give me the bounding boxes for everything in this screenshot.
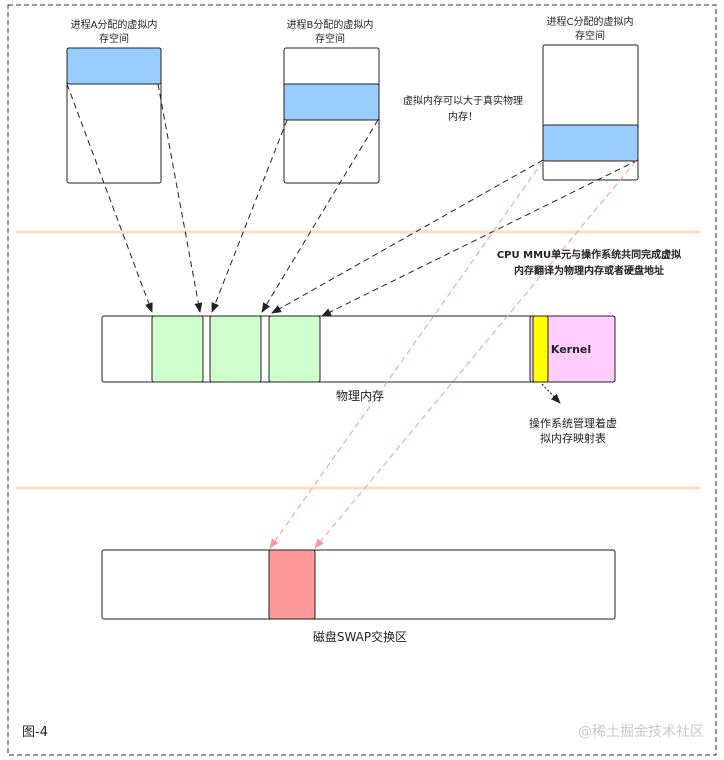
process-b-page — [283, 83, 380, 121]
process-a-label-line-1: 进程A分配的虚拟内 — [70, 20, 158, 31]
process-b-label: 进程B分配的虚拟内 存空间 — [280, 19, 380, 47]
process-c-label-line-1: 进程C分配的虚拟内 — [546, 17, 634, 28]
kernel-label: Kernel — [550, 343, 592, 356]
process-b-label-line-1: 进程B分配的虚拟内 — [286, 20, 374, 31]
physical-page-3 — [268, 315, 321, 383]
process-c-label: 进程C分配的虚拟内 存空间 — [540, 16, 640, 44]
mmu-note-line-1: CPU MMU单元与操作系统共同完成虚拟 — [496, 250, 682, 261]
figure-label: 图-4 — [22, 725, 48, 740]
swap-label: 磁盘SWAP交换区 — [312, 630, 408, 644]
watermark: @稀土掘金技术社区 — [578, 724, 704, 740]
swap-bar — [101, 549, 616, 620]
os-table-note-line-2: 拟内存映射表 — [540, 432, 606, 445]
page-table — [532, 315, 549, 383]
arrow-page-table-note — [541, 383, 561, 404]
process-c-label-line-2: 存空间 — [575, 31, 605, 42]
process-a-label-line-2: 存空间 — [99, 34, 129, 45]
mmu-note-line-2: 内存翻译为物理内存或者硬盘地址 — [514, 266, 664, 277]
physical-page-2 — [209, 315, 262, 383]
virtual-memory-note-line-1: 虚拟内存可以大于真实物理 — [403, 96, 523, 107]
physical-memory-label: 物理内存 — [335, 389, 384, 403]
physical-page-1 — [151, 315, 204, 383]
arrow-a-to-page-2 — [157, 83, 203, 313]
arrow-c-to-kernel — [321, 159, 639, 317]
outer-frame — [7, 4, 717, 756]
os-table-note-line-1: 操作系统管理着虚 — [529, 417, 617, 430]
process-a-label: 进程A分配的虚拟内 存空间 — [64, 19, 164, 47]
arrow-c-to-page-3 — [271, 159, 544, 314]
mmu-note: CPU MMU单元与操作系统共同完成虚拟 内存翻译为物理内存或者硬盘地址 — [475, 248, 703, 280]
os-table-note: 操作系统管理着虚 拟内存映射表 — [518, 416, 628, 446]
process-a-page — [66, 47, 162, 85]
arrow-c-to-swap-1 — [269, 160, 544, 549]
arrow-b-to-page-2 — [211, 119, 288, 313]
virtual-memory-note: 虚拟内存可以大于真实物理 内存！ — [388, 94, 538, 126]
virtual-memory-note-line-2: 内存！ — [448, 112, 478, 123]
arrow-a-to-page-1 — [66, 83, 153, 313]
kernel-area — [529, 315, 616, 383]
swap-page — [268, 549, 316, 620]
arrow-c-to-swap-2 — [314, 160, 637, 549]
process-b-label-line-2: 存空间 — [315, 34, 345, 45]
arrow-b-to-page-3a — [261, 119, 379, 313]
process-c-page — [542, 124, 639, 162]
